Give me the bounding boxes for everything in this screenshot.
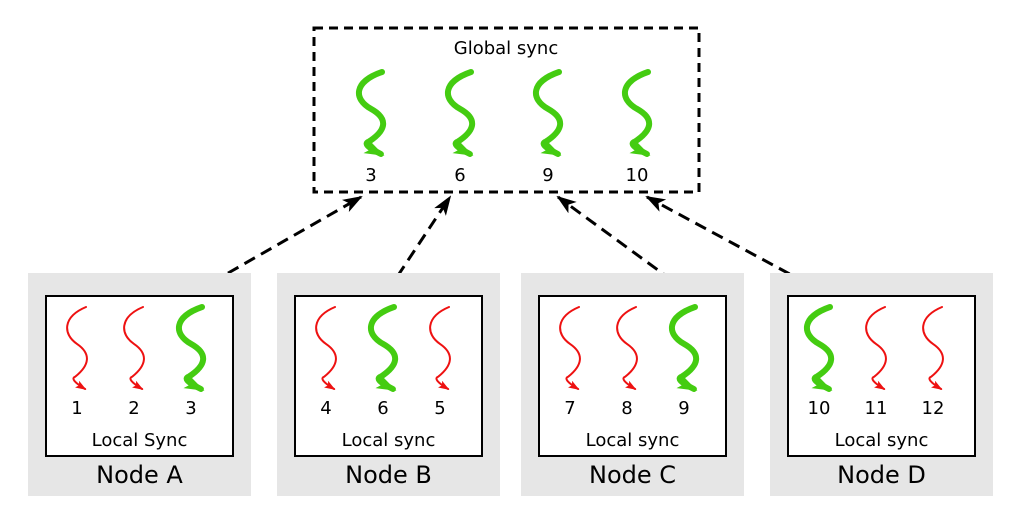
global-thread-3-label: 3 (365, 165, 376, 186)
node-b-thread-5-icon (429, 306, 451, 390)
node-c-title: Node C (589, 461, 676, 489)
node-b-thread-4-label: 4 (320, 398, 331, 419)
global-thread-6-icon (444, 69, 476, 157)
global-thread-3-icon (355, 69, 387, 157)
global-thread-10-icon (621, 69, 653, 157)
global-sync-panel: Global sync 3 6 9 10 (312, 26, 701, 194)
node-d-thread-12-label: 12 (922, 398, 945, 419)
global-thread-6-label: 6 (454, 165, 465, 186)
node-b-local-label: Local sync (342, 430, 436, 451)
global-sync-title: Global sync (454, 38, 558, 59)
node-a-title: Node A (96, 461, 183, 489)
node-a-thread-1-icon (66, 306, 88, 390)
node-b-thread-4-icon (315, 306, 337, 390)
node-d-thread-10-label: 10 (808, 398, 831, 419)
node-c-local-label: Local sync (586, 430, 680, 451)
node-d-thread-11-label: 11 (865, 398, 888, 419)
node-b-title: Node B (345, 461, 432, 489)
node-d-local-label: Local sync (835, 430, 929, 451)
global-thread-9-label: 9 (542, 165, 553, 186)
node-a-thread-3-icon (175, 304, 207, 392)
node-a-to-global-arrow (194, 195, 363, 294)
node-d-thread-12-icon (922, 306, 944, 390)
node-a-thread-1-label: 1 (71, 398, 82, 419)
node-b-thread-6-label: 6 (377, 398, 388, 419)
global-thread-10-label: 10 (626, 165, 649, 186)
node-c-thread-9-icon (668, 304, 700, 392)
global-thread-9-icon (532, 69, 564, 157)
node-d-thread-10-icon (803, 304, 835, 392)
node-c-thread-8-label: 8 (621, 398, 632, 419)
node-d-to-global-arrow (645, 195, 824, 294)
node-a-thread-3-label: 3 (185, 398, 196, 419)
node-b-thread-6-icon (367, 304, 399, 392)
node-c-thread-8-icon (616, 306, 638, 390)
node-c-thread-7-icon (559, 306, 581, 390)
node-c-thread-9-label: 9 (678, 398, 689, 419)
node-d-title: Node D (837, 461, 926, 489)
node-d-thread-11-icon (865, 306, 887, 390)
node-a-local-label: Local Sync (92, 430, 188, 451)
node-b-thread-5-label: 5 (434, 398, 445, 419)
global-threads: 3 6 9 10 (355, 69, 653, 186)
node-c-thread-7-label: 7 (564, 398, 575, 419)
node-a-thread-2-icon (123, 306, 145, 390)
node-a-thread-2-label: 2 (128, 398, 139, 419)
